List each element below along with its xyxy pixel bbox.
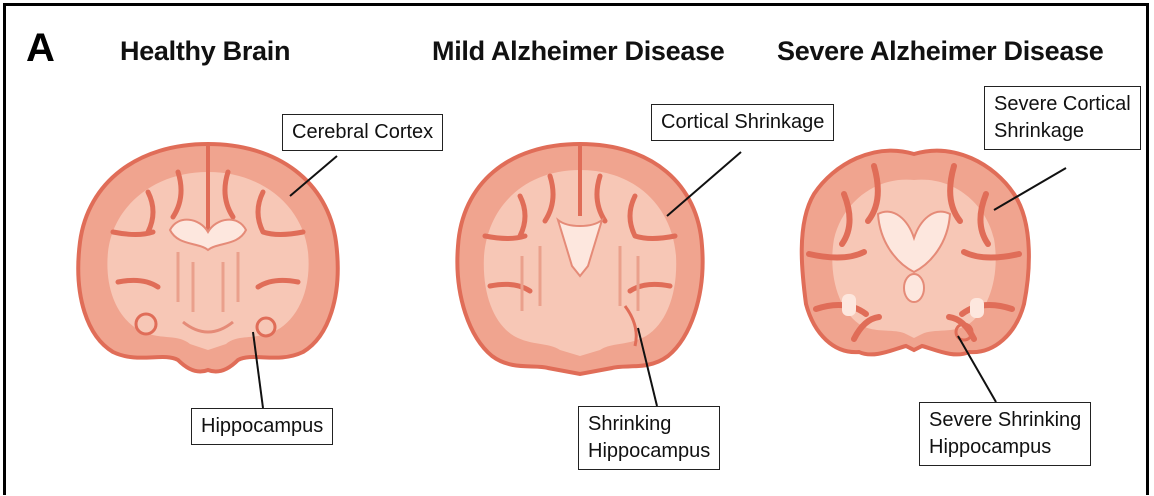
label-severe-cortical-line2: Shrinkage: [994, 118, 1131, 145]
label-severe-shrinking-hippocampus: Severe Shrinking Hippocampus: [919, 402, 1091, 466]
severe-brain: [802, 151, 1029, 355]
label-severe-cortical-line1: Severe Cortical: [994, 91, 1131, 118]
label-shrinking-hippocampus-line2: Hippocampus: [588, 438, 710, 465]
healthy-brain: [78, 144, 337, 372]
mild-brain: [457, 144, 702, 374]
label-severe-shrinking-line2: Hippocampus: [929, 434, 1081, 461]
label-severe-cortical-shrinkage: Severe Cortical Shrinkage: [984, 86, 1141, 150]
label-cerebral-cortex: Cerebral Cortex: [282, 114, 443, 151]
label-shrinking-hippocampus-line1: Shrinking: [588, 411, 710, 438]
label-shrinking-hippocampus: Shrinking Hippocampus: [578, 406, 720, 470]
label-cortical-shrinkage: Cortical Shrinkage: [651, 104, 834, 141]
label-severe-shrinking-line1: Severe Shrinking: [929, 407, 1081, 434]
label-hippocampus: Hippocampus: [191, 408, 333, 445]
